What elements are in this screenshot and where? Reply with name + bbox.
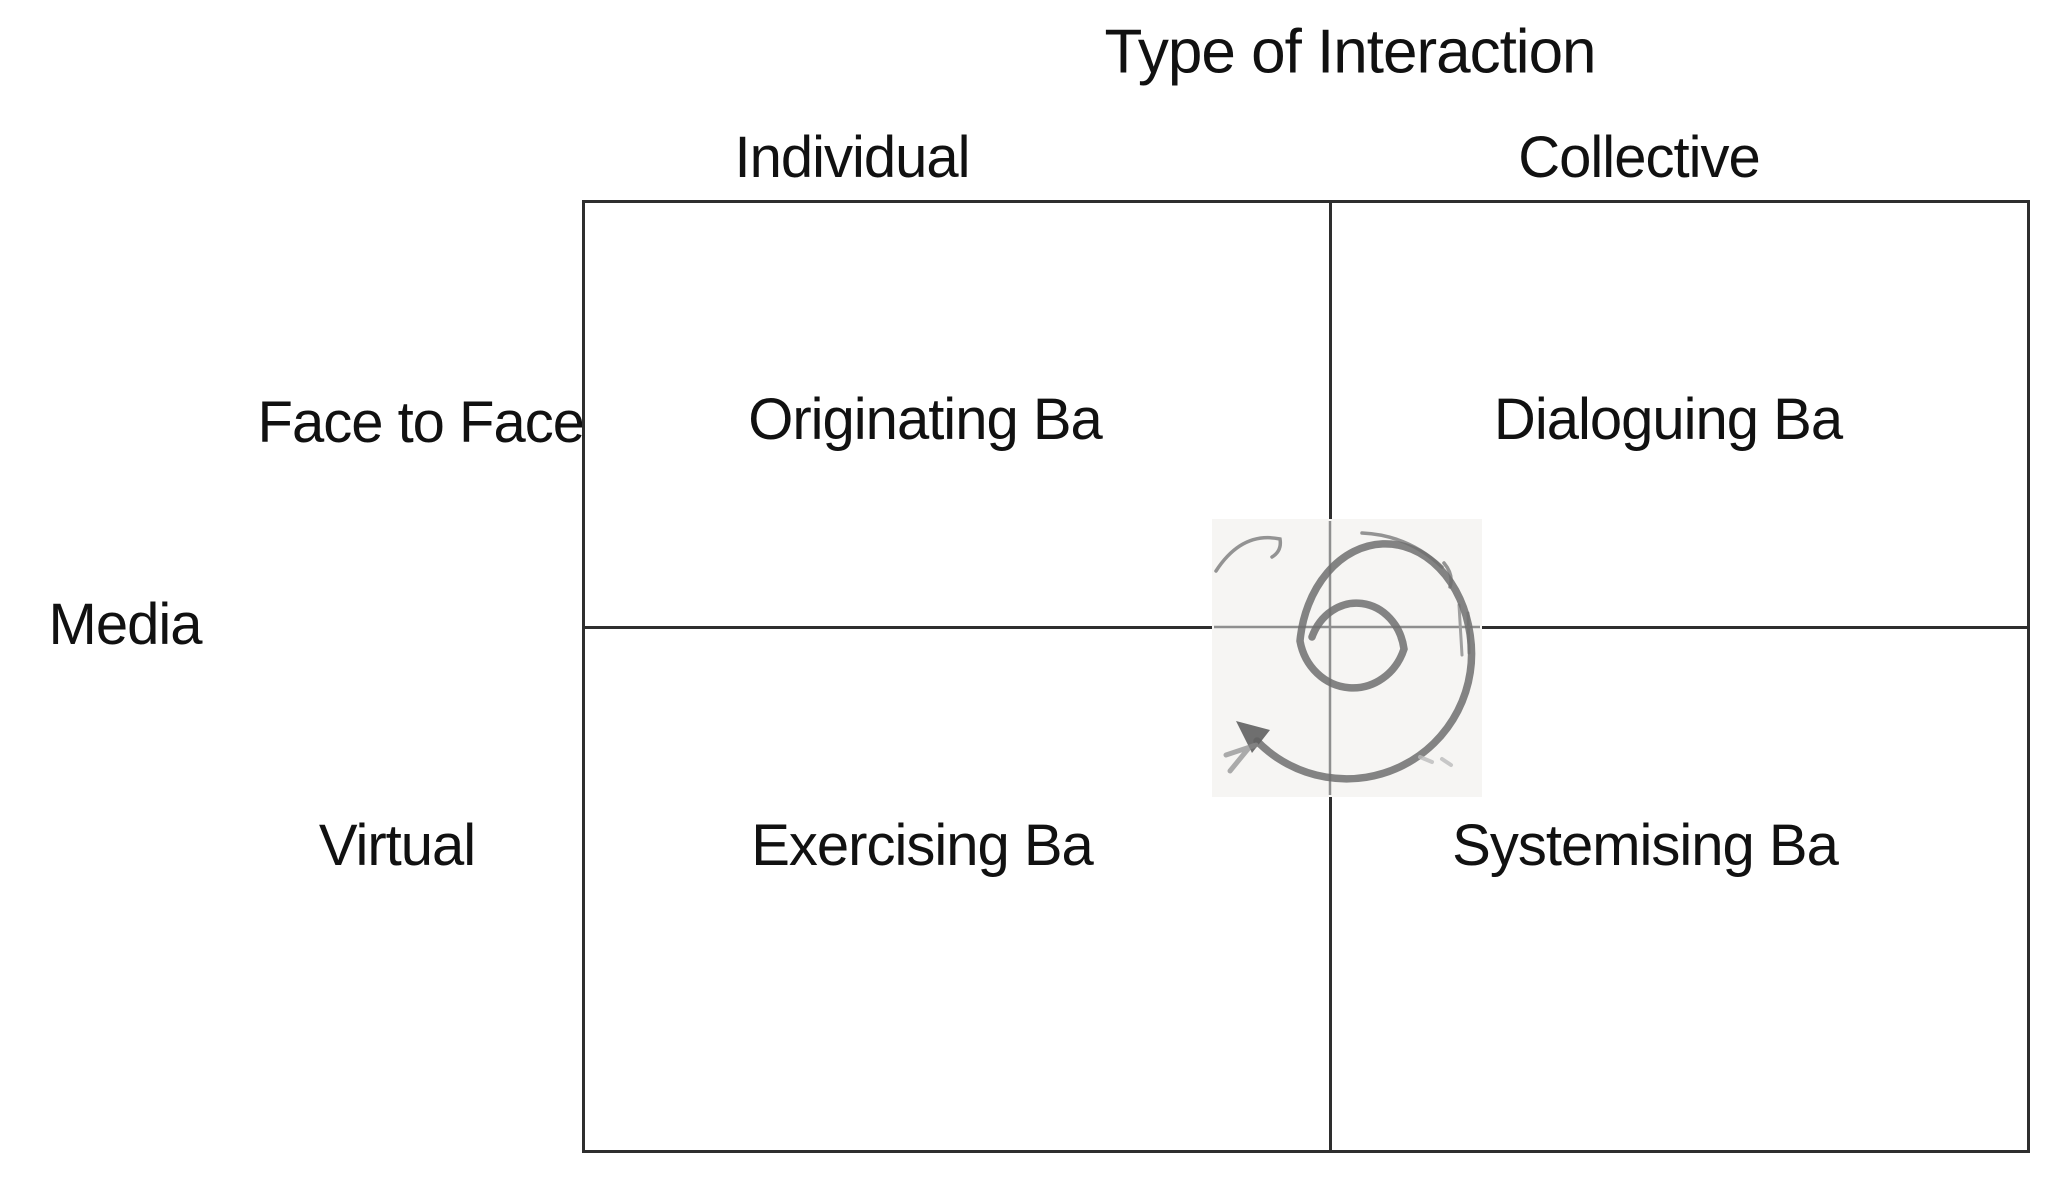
column-header-individual: Individual	[734, 125, 970, 191]
quadrant-systemising-ba: Systemising Ba	[1452, 813, 1839, 879]
spiral-arrowhead	[1236, 721, 1270, 753]
matrix-outer-box	[582, 200, 2030, 1153]
row-header-face-to-face: Face to Face	[257, 390, 585, 455]
spiral-paper-background	[1212, 519, 1482, 797]
quadrant-dialoguing-ba: Dialoguing Ba	[1493, 387, 1843, 453]
quadrant-originating-ba: Originating Ba	[748, 387, 1103, 453]
knowledge-spiral-svg	[1212, 519, 1482, 797]
spiral-bottom-left-smudge	[1223, 742, 1259, 774]
row-header-virtual: Virtual	[318, 813, 476, 879]
spiral-path	[1253, 540, 1476, 783]
spiral-bottom-right-smudge	[1418, 755, 1453, 767]
quadrant-exercising-ba: Exercising Ba	[751, 813, 1094, 879]
diagram-title: Type of Interaction	[1104, 17, 1596, 87]
column-header-collective: Collective	[1518, 125, 1760, 191]
knowledge-spiral-icon	[1212, 519, 1482, 797]
row-axis-label-media: Media	[48, 592, 203, 658]
spiral-top-left-arc	[1214, 535, 1283, 573]
